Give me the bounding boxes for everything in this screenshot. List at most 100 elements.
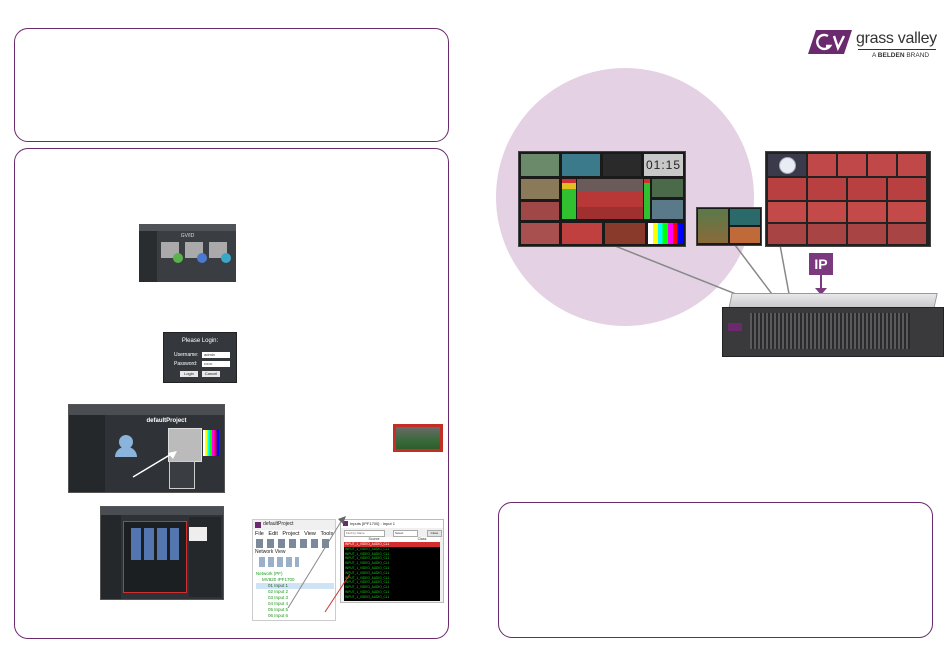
source-row[interactable]: INPUT_1_VIDEO_AUDIO_CL1 [345, 589, 390, 594]
mv-audio-meters [644, 179, 650, 219]
multiviewer-monitor-right [765, 151, 931, 247]
mv-tile [521, 202, 559, 220]
project-window-titlebar: defaultProject [253, 520, 335, 530]
find-by-name-field[interactable]: Find by Name [344, 530, 385, 537]
mv-tile [730, 227, 760, 243]
source-column-header[interactable]: Source [344, 537, 404, 542]
source-row[interactable]: INPUT_1_VIDEO_AUDIO_CL1 [345, 556, 390, 561]
hardware-unit [722, 293, 944, 357]
source-row[interactable]: INPUT_1_VIDEO_AUDIO_CL1 [345, 570, 390, 575]
red-frame-thumbnail [393, 424, 443, 452]
brand-logo: grass valley A BELDEN BRAND [806, 28, 937, 64]
mv-tile [603, 154, 641, 176]
multiviewer-monitor-small [696, 207, 762, 246]
source-row[interactable]: INPUT_1_VIDEO_AUDIO_CL1 [345, 561, 390, 566]
menu-view[interactable]: View [304, 531, 316, 537]
project-menu-bar: File Edit Project View Tools H [255, 531, 335, 537]
source-list: INPUT_1_VIDEO_AUDIO_CL1 INPUT_1_VIDEO_AU… [344, 542, 440, 601]
recent-project-badge [221, 253, 231, 263]
input-window-logo-icon [343, 521, 348, 526]
tree-item-input-6[interactable]: 06 Input 6 [268, 613, 289, 618]
input-window-title: Inputs [IPF1700] : Input 1 [350, 521, 395, 526]
io-list-panel [169, 461, 195, 489]
app-logo-icon [255, 522, 261, 528]
tree-item-input-4[interactable]: 04 Input 4 [268, 601, 289, 606]
brand-divider [858, 49, 936, 50]
menu-project[interactable]: Project [282, 531, 300, 537]
start-screen-screenshot: GV/ID [139, 224, 236, 282]
tree-item-input-2[interactable]: 02 Input 2 [268, 589, 289, 594]
mv-colorbars-tile [648, 223, 683, 244]
mv-tile [605, 223, 645, 244]
ip-arrow [820, 275, 822, 289]
project-toolbar [69, 405, 224, 415]
open-project-badge [197, 253, 207, 263]
new-project-badge [173, 253, 183, 263]
mv-tile [698, 209, 728, 243]
mv-tile [521, 179, 559, 199]
mv-tile [562, 223, 602, 244]
password-field[interactable]: •••••• [202, 361, 230, 367]
start-screen-toolbar [139, 224, 236, 231]
network-view-label: Network View [255, 549, 286, 555]
arrow-annotation [132, 451, 177, 478]
mv-clock-tile [768, 154, 806, 176]
filter-select[interactable]: Select [393, 530, 418, 537]
source-row[interactable]: INPUT_1_VIDEO_AUDIO_CL1 [344, 542, 440, 547]
editor-preview [189, 527, 207, 541]
source-row[interactable]: INPUT_1_VIDEO_AUDIO_CL1 [345, 594, 390, 599]
project-screen-title: defaultProject [146, 418, 187, 424]
menu-edit[interactable]: Edit [268, 531, 278, 537]
multiviewer-monitor-left: 01:15 [518, 151, 686, 247]
input-window-titlebar: Inputs [IPF1700] : Input 1 [341, 520, 443, 528]
top-left-panel [14, 28, 449, 142]
source-row[interactable]: INPUT_1_VIDEO_AUDIO_CL1 [345, 546, 390, 551]
mv-grid [808, 154, 928, 176]
bottom-right-panel [498, 502, 933, 638]
brand-tagline: A BELDEN BRAND [872, 52, 930, 59]
network-diagram [259, 557, 299, 567]
analog-clock-icon [779, 157, 796, 174]
network-tree: Network (PF) MV820 IPF1700 01 Input 1 02… [256, 571, 334, 619]
mv-tile [521, 223, 559, 244]
username-label: Username: [174, 352, 199, 358]
mv-tile [562, 154, 600, 176]
user-avatar-icon [119, 435, 133, 449]
tree-item-input-1[interactable]: 01 Input 1 [256, 583, 334, 589]
source-row[interactable]: INPUT_1_VIDEO_AUDIO_CL1 [345, 575, 390, 580]
hardware-vents [750, 313, 910, 349]
mv-grid [768, 178, 928, 200]
tree-item-network[interactable]: Network (PF) [256, 571, 283, 576]
mv-tile [730, 209, 760, 225]
project-screen-screenshot: defaultProject [68, 404, 225, 493]
class-column-header[interactable]: Class [404, 537, 440, 542]
source-row[interactable]: INPUT_1_VIDEO_AUDIO_CL1 [345, 585, 390, 590]
color-bars-icon[interactable] [203, 430, 219, 456]
input-source-window: Inputs [IPF1700] : Input 1 Find by Name … [340, 519, 444, 603]
source-row[interactable]: INPUT_1_VIDEO_AUDIO_CL1 [345, 580, 390, 585]
project-window-title: defaultProject [263, 521, 294, 527]
drag-annotation [287, 516, 351, 613]
start-screen-title: GV/ID [180, 233, 195, 239]
username-field[interactable]: admin [202, 352, 230, 358]
menu-tools[interactable]: Tools [320, 531, 334, 537]
editor-left-panel [101, 515, 121, 599]
login-dialog: Please Login: Username: admin Password: … [163, 332, 237, 383]
mv-tile [652, 200, 683, 219]
source-row[interactable]: INPUT_1_VIDEO_AUDIO_CL1 [345, 565, 390, 570]
cancel-button[interactable]: Cancel [202, 371, 220, 377]
ip-badge: IP [809, 253, 833, 275]
close-button[interactable]: Close [427, 530, 442, 537]
source-row[interactable]: INPUT_1_VIDEO_AUDIO_CL1 [345, 551, 390, 556]
tree-item-device[interactable]: MV820 IPF1700 [262, 577, 295, 582]
mv-grid [768, 224, 928, 244]
start-screen-sidebar [139, 231, 157, 282]
menu-file[interactable]: File [255, 531, 264, 537]
login-button[interactable]: Login [180, 371, 198, 377]
tree-item-input-5[interactable]: 05 Input 5 [268, 607, 289, 612]
hardware-logo-icon [728, 323, 742, 331]
mv-clock-tile: 01:15 [644, 154, 683, 176]
mv-grid [768, 202, 928, 222]
tree-item-input-3[interactable]: 03 Input 3 [268, 595, 289, 600]
project-toolbar-icons [256, 539, 332, 548]
